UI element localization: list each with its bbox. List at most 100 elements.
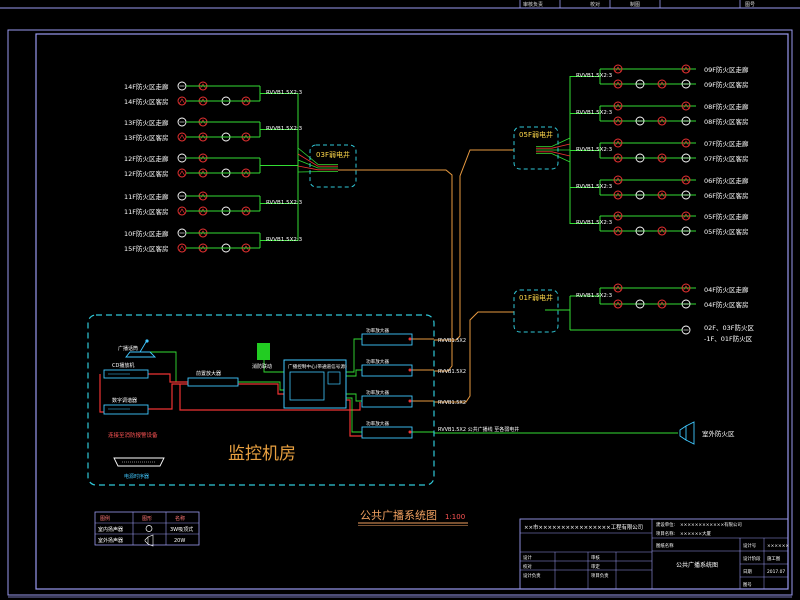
wire xyxy=(346,399,362,437)
volume-control-icon xyxy=(199,155,207,162)
zone-label: 13F防火区客房 xyxy=(124,133,169,142)
zone-label: 04F防火区客房 xyxy=(704,300,749,309)
company-name: ××市××××××××××××××××工程有限公司 xyxy=(524,523,643,531)
top-strip-cell: 制图 xyxy=(630,1,640,8)
zone-label: 11F防火区客房 xyxy=(124,207,169,216)
volume-control-icon xyxy=(614,285,622,292)
volume-control-icon xyxy=(682,103,690,110)
speaker-icon xyxy=(681,79,691,89)
wire xyxy=(99,374,104,413)
volume-control-icon xyxy=(681,283,691,293)
volume-control-icon xyxy=(681,64,691,74)
cable-label: RVVB1.5X2:3 xyxy=(576,293,613,299)
zone-label: 04F防火区走廊 xyxy=(704,285,749,294)
volume-control-icon xyxy=(178,245,186,252)
wire xyxy=(238,381,284,391)
volume-control-icon xyxy=(242,98,250,105)
volume-control-icon xyxy=(242,134,250,141)
legend-header: 图形 xyxy=(142,515,152,522)
cd-label: CD播放机 xyxy=(112,362,134,369)
tb-cell: 校对 xyxy=(523,563,532,570)
zone-label: 12F防火区客房 xyxy=(124,169,169,178)
fire-link-label: 连接至消防报警设备 xyxy=(108,431,158,439)
terminal-dot xyxy=(408,399,412,403)
broadcast-host: 广播控制中心(带通道信号源) xyxy=(283,359,347,409)
cable-label: RVVB1.5X2:3 xyxy=(576,220,613,226)
wire xyxy=(263,360,284,373)
tb-cell: 设计负责 xyxy=(523,572,541,579)
zone-label: 05F防火区走廊 xyxy=(704,212,749,221)
volume-control-icon xyxy=(613,175,623,185)
volume-control-icon xyxy=(657,153,667,163)
volume-control-icon xyxy=(658,192,666,199)
zone-label: 09F防火区客房 xyxy=(704,80,749,89)
cable-label: RVVB1.5X2:3 xyxy=(266,237,303,243)
tb-cell: 项目负责 xyxy=(591,572,609,579)
speaker-icon xyxy=(681,153,691,163)
project-label: 项目名称: xyxy=(656,530,675,537)
out-cable-label: RVVB1.5X2 xyxy=(438,369,466,375)
amp-label: 功率放大器 xyxy=(366,358,389,365)
speaker-icon xyxy=(681,116,691,126)
volume-control-icon xyxy=(242,170,250,177)
out-cable-label: RVVB1.5X2 xyxy=(438,400,466,406)
client-value: ××××××××××××有限公司 xyxy=(680,521,742,528)
left-zone-labels: 14F防火区走廊 14F防火区客房 13F防火区走廊 13F防火区客房 12F防… xyxy=(124,82,169,253)
volume-control-icon xyxy=(613,138,623,148)
tb-cell: 图号 xyxy=(743,582,752,588)
terminal-dot xyxy=(408,430,412,434)
amp-label: 功率放大器 xyxy=(366,420,389,427)
zone-label: 02F、03F防火区 xyxy=(704,323,755,332)
shaft-label-01f: 01F弱电井 xyxy=(519,293,553,302)
wire xyxy=(536,137,571,147)
legend-table: 图例 图形 名称 室内扬声器 3W吸顶式 室外扬声器 20W xyxy=(94,511,200,547)
volume-control-icon xyxy=(242,208,250,215)
mixer-label: 前置放大器 xyxy=(196,370,221,377)
volume-control-icon xyxy=(199,193,207,200)
volume-control-icon xyxy=(657,79,667,89)
volume-control-icon xyxy=(614,66,622,73)
volume-control-icon xyxy=(657,226,667,236)
volume-control-icon xyxy=(658,118,666,125)
wire xyxy=(536,143,571,149)
wire xyxy=(297,153,338,167)
volume-control-icon xyxy=(178,208,186,215)
volume-control-icon xyxy=(657,299,667,309)
top-title-strip: 审核负责 校对 制图 图号 xyxy=(0,0,800,9)
out-cable-label: RVVB1.5X2 公共广播线 至各弱电井 xyxy=(438,426,519,433)
cable-label: RVVB1.5X2:3 xyxy=(266,90,303,96)
wire xyxy=(346,393,362,402)
volume-control-icon xyxy=(199,245,207,252)
drawing-name-label: 图纸名称 xyxy=(656,542,674,549)
volume-control-icon xyxy=(178,170,186,177)
wire xyxy=(346,338,362,373)
control-room: 监控机房 广播话筒 CD播放机 数字调谐器 前置放大器 消防联动 xyxy=(87,314,735,486)
client-label: 建设单位: xyxy=(656,521,675,528)
wire xyxy=(297,165,338,171)
volume-control-icon xyxy=(242,245,250,252)
volume-control-icon xyxy=(199,230,207,237)
volume-control-icon xyxy=(613,211,623,221)
tb-cell: 2017.07 xyxy=(767,569,785,575)
diagram-title-text: 公共广播系统图 xyxy=(360,508,437,522)
cable-label: RVVB1.5X2:3 xyxy=(576,184,613,190)
volume-control-icon xyxy=(613,226,623,236)
timer-label: 电源时序器 xyxy=(124,473,149,480)
volume-control-icon xyxy=(658,155,666,162)
host-label: 广播控制中心(带通道信号源) xyxy=(288,363,347,370)
volume-control-icon xyxy=(658,228,666,235)
volume-control-icon xyxy=(613,153,623,163)
zone-label: 14F防火区客房 xyxy=(124,97,169,106)
top-strip-cell: 审核负责 xyxy=(523,1,543,8)
wire xyxy=(179,384,361,411)
volume-control-icon xyxy=(614,103,622,110)
speaker-icon xyxy=(635,79,645,89)
far-zone-label: 室外防火区 xyxy=(702,429,735,438)
speaker-icon xyxy=(635,226,645,236)
zone-label: 06F防火区客房 xyxy=(704,191,749,200)
microphone-device: 广播话筒 xyxy=(118,339,157,358)
cable-label: RVVB1.5X2:3 xyxy=(576,73,613,79)
volume-control-icon xyxy=(657,116,667,126)
right-zone-labels: 09F防火区走廊 09F防火区客房 08F防火区走廊 08F防火区客房 07F防… xyxy=(704,65,749,236)
tuner-label: 数字调谐器 xyxy=(112,397,137,404)
